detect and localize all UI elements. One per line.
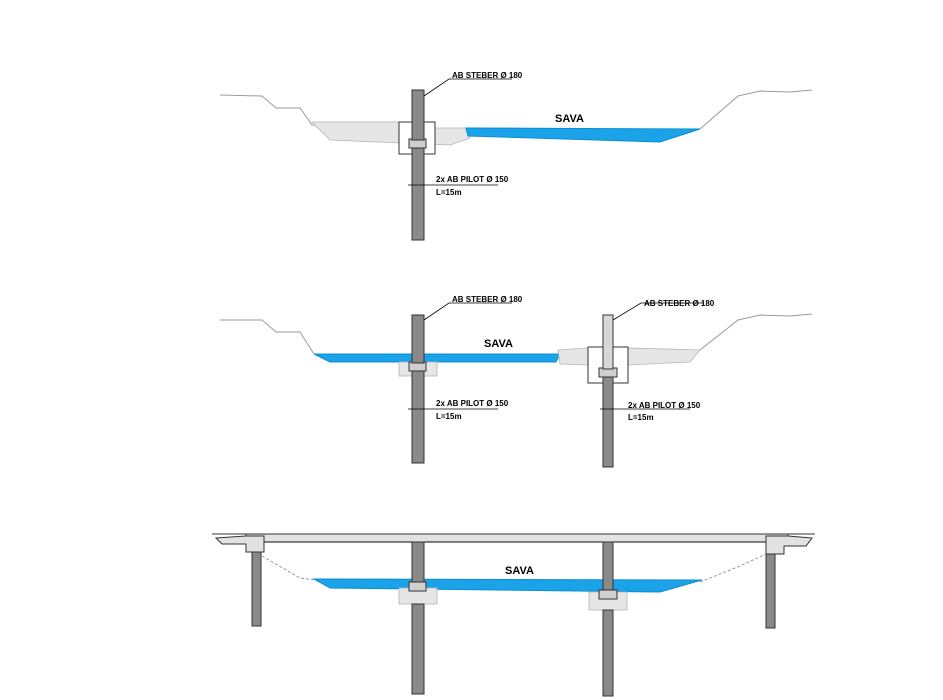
column-leader-line [612,302,704,321]
river-label: SAVA [484,338,513,350]
pile-label: 2x AB PILOT Ø 150 [436,175,509,184]
pile-length-label: L=15m [628,413,654,422]
ground-line-left [220,319,315,355]
embankment-right [699,553,767,583]
abutment-pile-right [765,553,776,629]
bridge-deck [245,533,789,543]
pile-length-label: L=15m [436,412,462,421]
gravel-fill [311,121,471,146]
column-label: AB STEBER Ø 180 [452,295,523,304]
ground-line-right [699,89,813,130]
pile-cap [598,589,618,600]
pier-pile [411,147,425,241]
river-water [313,353,561,363]
section-2 [220,302,813,468]
column-leader-line [423,302,512,321]
column-leader-line [423,78,512,97]
column-label: AB STEBER Ø 180 [452,71,523,80]
gravel-fill [627,347,701,366]
pier-pile [602,376,614,468]
gravel-fill [557,347,589,366]
ground-line-right [699,313,813,351]
section-3 [212,533,815,697]
pile-label: 2x AB PILOT Ø 150 [628,401,701,410]
pier-column [411,541,425,583]
column-label: AB STEBER Ø 180 [644,299,715,308]
river-water [465,127,701,143]
pile-cap [408,581,427,592]
abutment-pile-left [251,551,262,627]
section-1 [219,78,813,241]
river-label: SAVA [505,565,534,577]
ground-line-left [219,94,400,126]
embankment-left [261,555,317,581]
pier-column [602,541,614,593]
abutment-left [214,535,265,553]
pile-label: 2x AB PILOT Ø 150 [436,399,509,408]
river-water [312,578,703,593]
pier-pile [411,603,425,695]
river-label: SAVA [555,113,584,125]
pier-column [602,314,614,370]
pier-column [411,89,425,141]
pile-length-label: L=15m [436,188,462,197]
pier-column [411,314,425,364]
pier-pile [411,370,425,464]
pier-pile [602,609,614,697]
abutment-right [765,535,813,555]
